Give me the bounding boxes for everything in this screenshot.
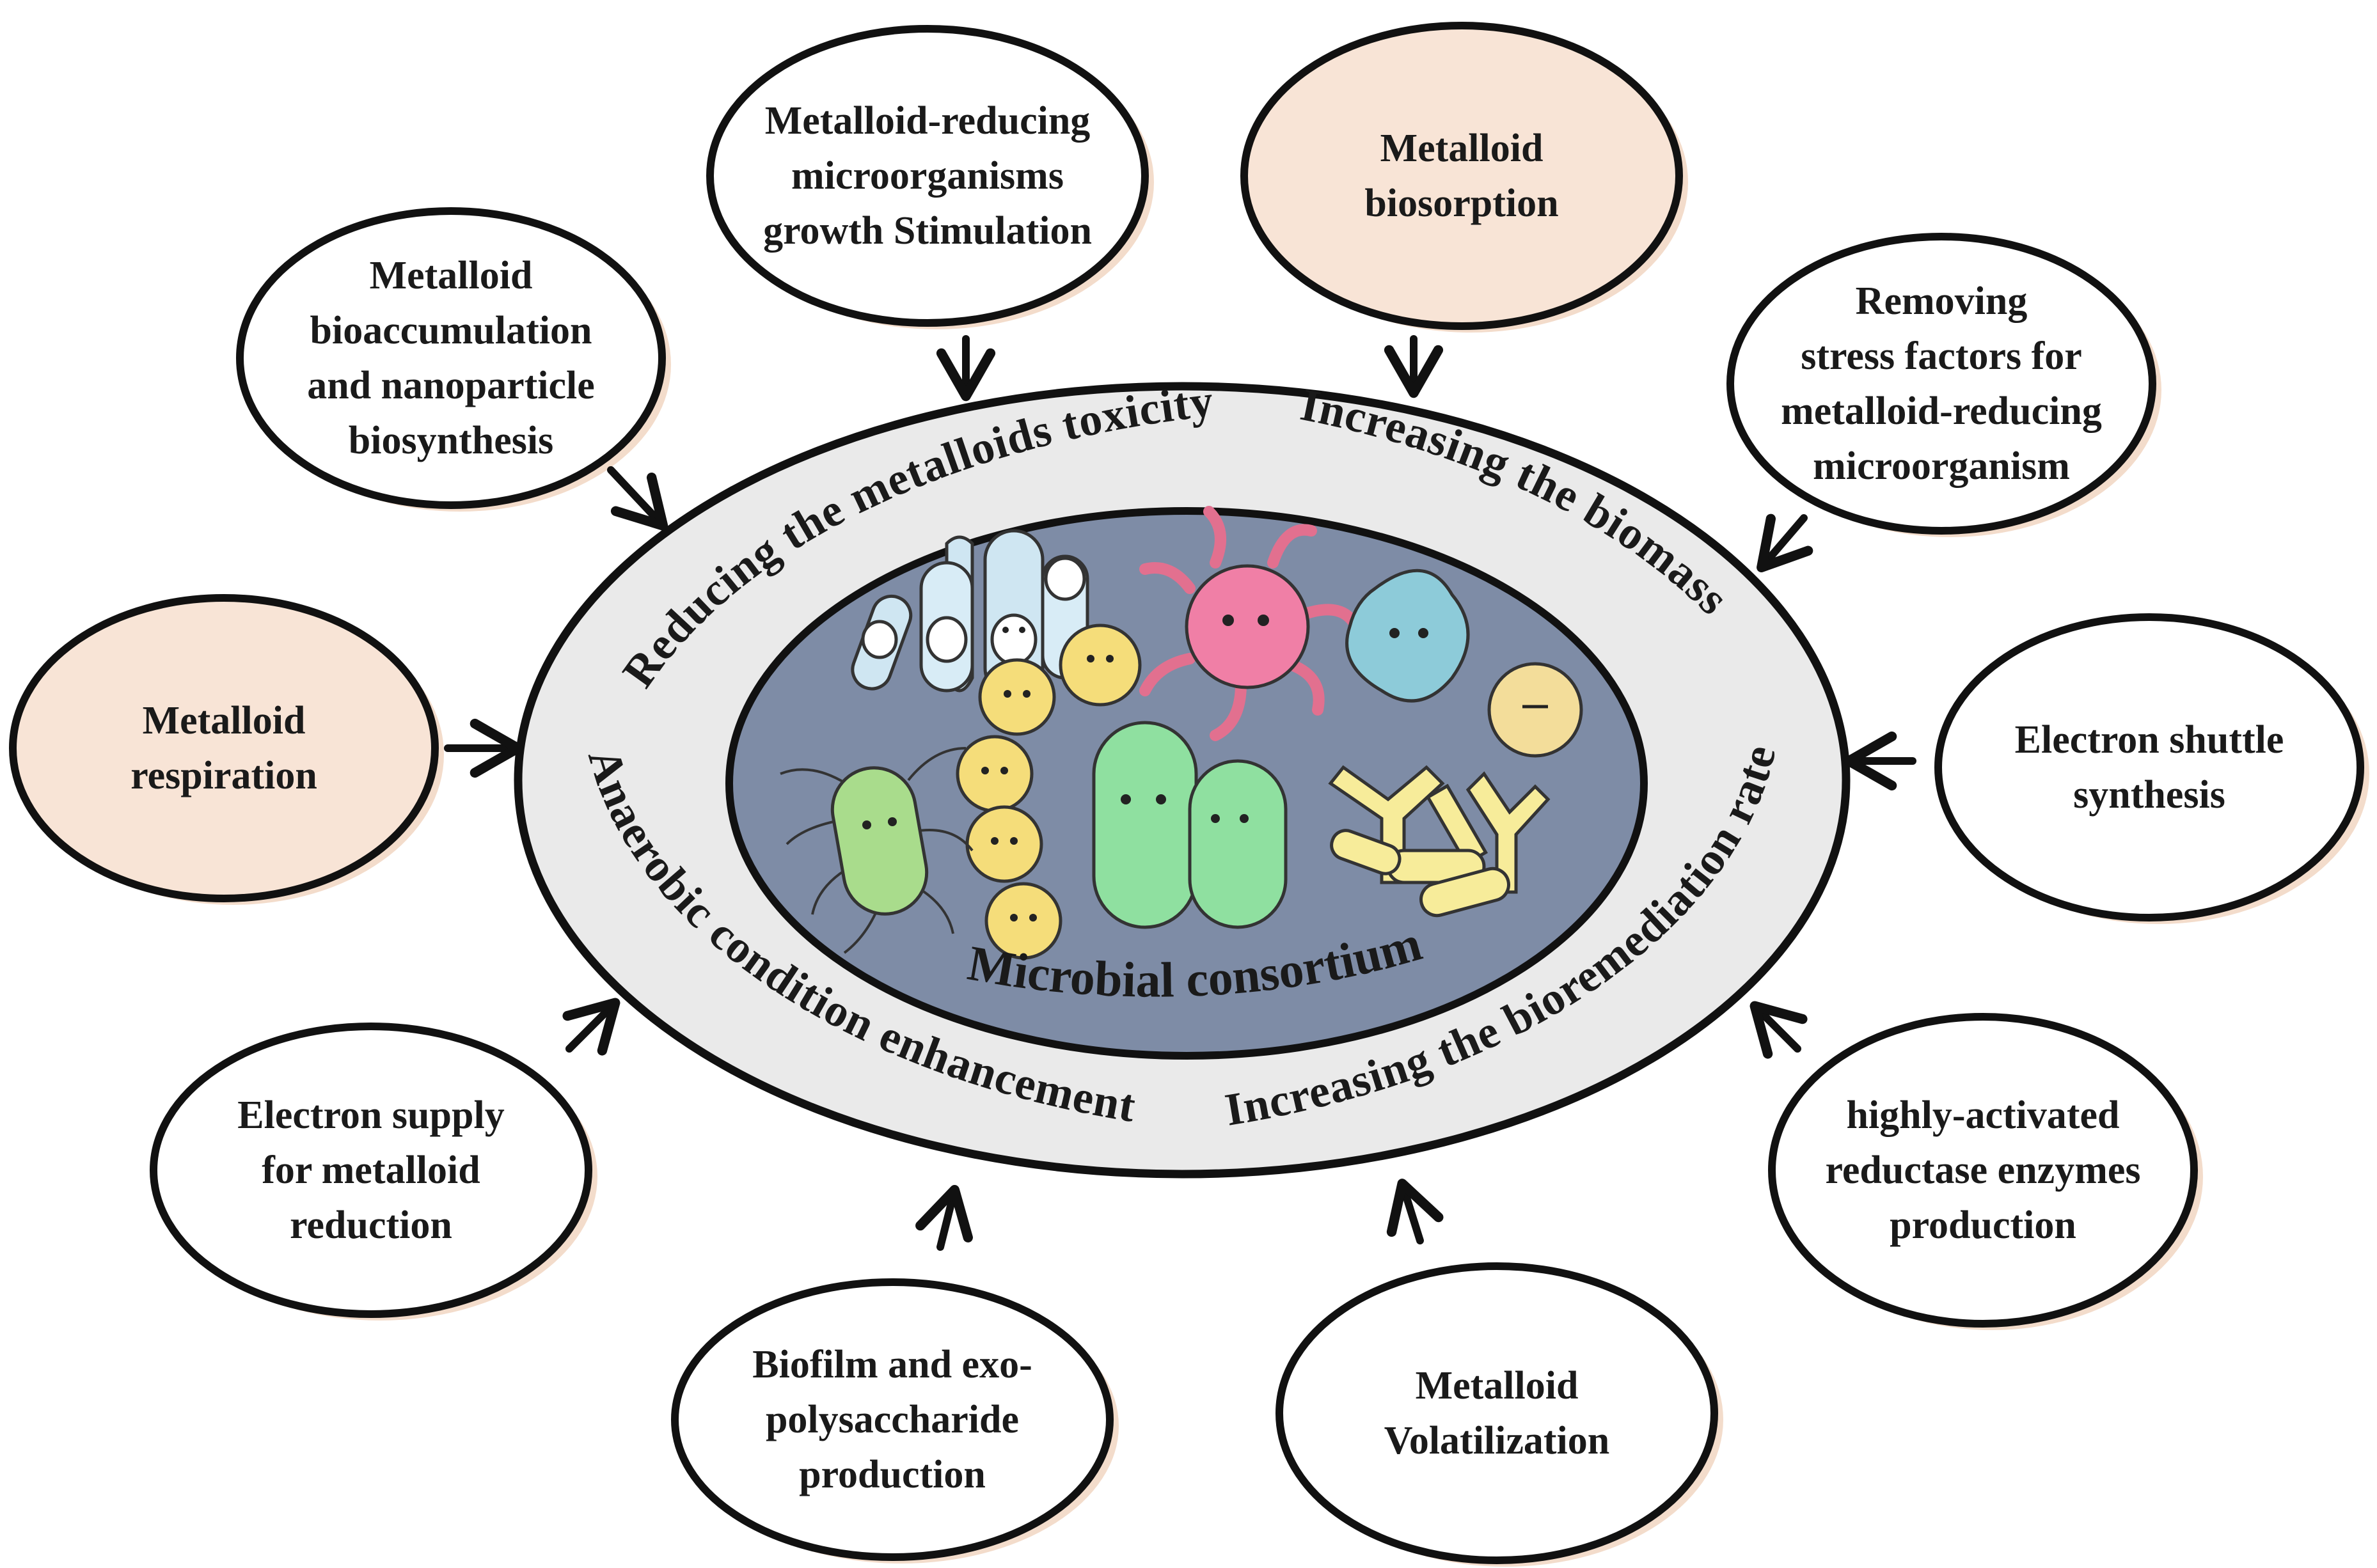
bubble-label-line: microorganisms <box>791 154 1064 198</box>
pink-tentacle-microbe <box>1139 506 1362 741</box>
bubble-electron-supply: Electron supply for metalloid reduction <box>150 1023 597 1321</box>
bubble-label-line: synthesis <box>2073 773 2225 817</box>
bubble-outline <box>1275 1262 1718 1564</box>
bubble-label: Electron shuttle synthesis <box>2015 718 2284 817</box>
bubble-outline <box>1934 613 2364 921</box>
bubble-electron-shuttle: Electron shuttle synthesis <box>1934 613 2369 924</box>
bubble-label-line: Metalloid <box>370 254 533 297</box>
bubble-label: Metalloid bioaccumulation and nanoparticle… <box>307 254 595 462</box>
bubble-label-line: for metalloid <box>262 1149 480 1192</box>
bubble-label-line: Metalloid <box>1416 1364 1579 1407</box>
bubble-label-line: Biofilm and exo- <box>752 1343 1032 1386</box>
bubble-label-line: biosorption <box>1364 182 1558 225</box>
bubble-bioaccumulation: Metalloid bioaccumulation and nanoparticle… <box>236 207 671 512</box>
yellow-round-microbe <box>1487 662 1583 758</box>
bubble-label-line: and nanoparticle <box>307 364 595 407</box>
blue-amoeba-microbe <box>1345 568 1470 703</box>
bubble-label-line: stress factors for <box>1801 334 2082 378</box>
bubble-label-line: Volatilization <box>1384 1419 1610 1462</box>
bubble-label: Removing stress factors for metalloid-redu… <box>1781 279 2102 488</box>
green-flagellated-bacillus <box>780 747 974 954</box>
bubble-label: highly-activated reductase enzymes product… <box>1825 1094 2140 1247</box>
green-bacillus-pair <box>1092 721 1288 929</box>
bubble-label-line: biosynthesis <box>349 419 553 462</box>
bubble-label: Electron supply for metalloid reduction <box>237 1094 504 1247</box>
bubble-label-line: production <box>1890 1203 2076 1247</box>
bubble-outline <box>706 25 1149 327</box>
bubble-label-line: microorganism <box>1813 444 2070 488</box>
bubble-label-line: respiration <box>130 754 317 797</box>
yellow-y-shaped-bacteria <box>1328 765 1551 918</box>
arrow-reductase-enzymes <box>1749 1001 1808 1059</box>
arrow-bioaccumulation <box>607 466 668 531</box>
arrow-electron-supply <box>562 998 620 1056</box>
bubble-growth-stimulation: Metalloid-reducing microorganisms growth S… <box>706 25 1154 329</box>
bubble-label-line: highly-activated <box>1846 1094 2119 1137</box>
bubble-outline <box>1726 233 2156 535</box>
microbe-illustrations <box>780 506 1583 960</box>
bubble-label-line: Electron supply <box>237 1094 504 1137</box>
bubble-label: Metalloid biosorption <box>1364 127 1558 225</box>
bubble-label-line: growth Stimulation <box>763 209 1092 253</box>
bubble-outline <box>9 594 439 902</box>
bubble-label-line: bioaccumulation <box>310 309 592 352</box>
bubble-biosorption: Metalloid biosorption <box>1240 22 1688 333</box>
bubble-stress-factors: Removing stress factors for metalloid-redu… <box>1726 233 2161 537</box>
bubble-outline <box>236 207 666 509</box>
bubble-outline <box>1240 22 1683 330</box>
arrow-volatilization <box>1386 1179 1444 1244</box>
arrow-biofilm <box>915 1185 973 1251</box>
bubble-label-line: reduction <box>290 1203 452 1247</box>
bubble-outline <box>1768 1013 2198 1328</box>
surrounding-bubbles: Metalloid-reducing microorganisms growth S… <box>9 22 2369 1567</box>
bubble-label-line: Removing <box>1856 279 2028 323</box>
bubble-label-line: Metalloid <box>143 699 306 742</box>
bubble-respiration: Metalloid respiration <box>9 594 444 905</box>
bubble-label-line: Metalloid <box>1380 127 1544 170</box>
bubble-outline <box>150 1023 592 1318</box>
bubble-label-line: metalloid-reducing <box>1781 389 2102 433</box>
bubble-reductase-enzymes: highly-activated reductase enzymes product… <box>1768 1013 2203 1330</box>
bubble-label: Biofilm and exo-polysaccharide production <box>752 1343 1032 1496</box>
arrow-stress-factors <box>1757 514 1813 572</box>
bubble-label: Metalloid-reducing microorganisms growth S… <box>763 99 1092 253</box>
bubble-label-line: Electron shuttle <box>2015 718 2284 762</box>
arrows <box>444 335 1916 1251</box>
cocci-chain <box>956 623 1142 960</box>
bubble-label-line: polysaccharide <box>766 1398 1019 1441</box>
bubble-label-line: production <box>799 1453 986 1496</box>
bubble-label: Metalloid respiration <box>130 699 317 797</box>
bubble-outline <box>671 1278 1114 1561</box>
bubble-label-line: Metalloid-reducing <box>765 99 1091 143</box>
bubble-biofilm: Biofilm and exo-polysaccharide production <box>671 1278 1119 1564</box>
bubble-label-line: reductase enzymes <box>1825 1149 2140 1192</box>
